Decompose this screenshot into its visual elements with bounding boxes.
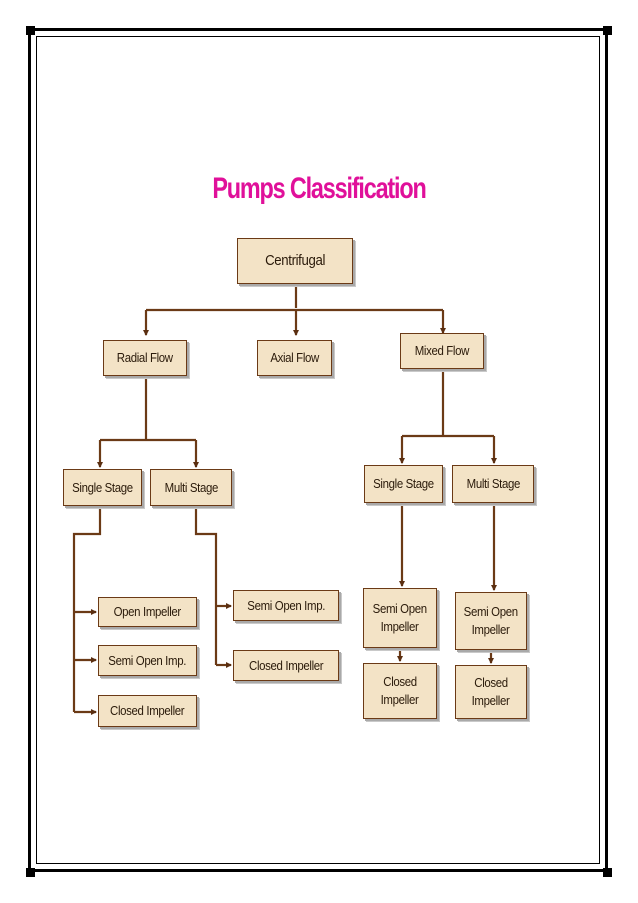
semi-open-impeller-node: Semi Open Impeller xyxy=(455,592,527,650)
node-label: Closed Impeller xyxy=(248,657,324,673)
node-label: Semi Open Imp. xyxy=(108,652,187,668)
radial-multi-stage-node: Multi Stage xyxy=(150,469,232,506)
corner-ornament xyxy=(603,26,612,35)
node-label: Multi Stage xyxy=(466,476,520,491)
closed-impeller-node: Closed Impeller xyxy=(455,665,527,719)
node-label: Impeller xyxy=(381,692,419,707)
node-label: Open Impeller xyxy=(113,604,182,619)
node-label: Multi Stage xyxy=(164,479,218,495)
closed-impeller-node: Closed Impeller xyxy=(233,650,339,681)
node-label: Closed xyxy=(383,674,417,689)
corner-ornament xyxy=(26,26,35,35)
node-label: Mixed Flow xyxy=(414,343,470,358)
mixed-single-stage-node: Single Stage xyxy=(364,465,443,503)
mixed-flow-node: Mixed Flow xyxy=(400,333,484,369)
page-border-inner xyxy=(36,36,600,864)
semi-open-impeller-node: Semi Open Imp. xyxy=(233,590,339,621)
mixed-multi-stage-node: Multi Stage xyxy=(452,465,534,503)
node-label: Closed Impeller xyxy=(110,703,185,718)
node-label: Semi Open Imp. xyxy=(247,597,325,613)
corner-ornament xyxy=(26,868,35,877)
node-label: Axial Flow xyxy=(270,350,319,365)
node-label: Single Stage xyxy=(72,479,133,495)
node-label: Centrifugal xyxy=(265,252,325,269)
node-label: Impeller xyxy=(472,622,510,637)
node-label: Semi Open xyxy=(372,601,428,616)
radial-flow-node: Radial Flow xyxy=(103,340,187,376)
semi-open-impeller-node: Semi Open Imp. xyxy=(98,645,197,676)
axial-flow-node: Axial Flow xyxy=(257,340,332,376)
node-label: Impeller xyxy=(472,693,510,708)
node-label: Closed xyxy=(474,675,508,690)
centrifugal-node: Centrifugal xyxy=(237,238,353,284)
node-label: Single Stage xyxy=(373,476,434,491)
radial-single-stage-node: Single Stage xyxy=(63,469,142,506)
diagram-title: Pumps Classification xyxy=(212,172,426,205)
node-label: Impeller xyxy=(381,619,419,634)
connector-line xyxy=(194,507,218,665)
open-impeller-node: Open Impeller xyxy=(98,597,197,627)
connector-line xyxy=(72,507,102,712)
closed-impeller-node: Closed Impeller xyxy=(363,663,437,719)
closed-impeller-node: Closed Impeller xyxy=(98,695,197,727)
semi-open-impeller-node: Semi Open Impeller xyxy=(363,588,437,648)
node-label: Semi Open xyxy=(463,604,519,619)
corner-ornament xyxy=(603,868,612,877)
page-border-outer xyxy=(28,28,608,872)
node-label: Radial Flow xyxy=(117,350,173,365)
